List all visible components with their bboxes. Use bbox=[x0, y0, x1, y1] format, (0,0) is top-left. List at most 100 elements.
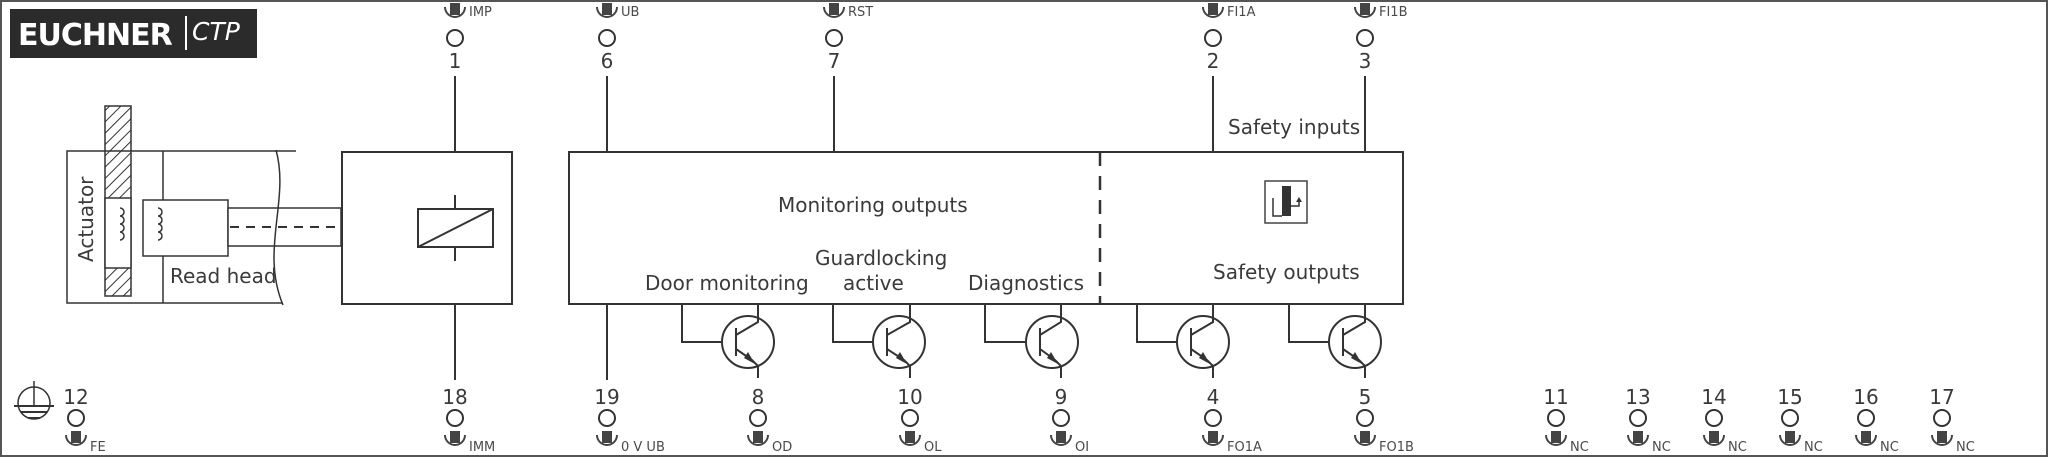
terminal-circle bbox=[1781, 409, 1799, 427]
terminal-circle bbox=[446, 409, 464, 427]
connector-plug-icon bbox=[747, 431, 769, 446]
terminal-circle bbox=[1629, 409, 1647, 427]
terminal-circle bbox=[901, 409, 919, 427]
terminal-number: 18 bbox=[442, 385, 467, 409]
terminal-top-6: UB 6 bbox=[596, 3, 639, 73]
actuator-readhead-block: Actuator Read head bbox=[66, 105, 420, 306]
terminal-circle bbox=[825, 29, 843, 47]
terminal-circle bbox=[1204, 409, 1222, 427]
transistor-icon bbox=[984, 304, 1079, 378]
terminal-circle bbox=[1857, 409, 1875, 427]
connector-plug-icon bbox=[1354, 431, 1376, 446]
terminal-tag: UB bbox=[621, 5, 639, 20]
connector-plug-icon bbox=[596, 3, 618, 18]
terminal-circle bbox=[598, 29, 616, 47]
terminal-tag: IMP bbox=[469, 5, 492, 20]
connector-plug-icon bbox=[444, 431, 466, 446]
terminal-tag: NC bbox=[1570, 440, 1589, 455]
connector-plug-icon bbox=[444, 3, 466, 18]
terminal-tag: NC bbox=[1956, 440, 1975, 455]
terminal-bottom-8: 8OD bbox=[747, 385, 792, 455]
connector-plug-icon bbox=[1050, 431, 1072, 446]
terminal-tag: OD bbox=[772, 440, 792, 455]
safety-output-icon bbox=[1264, 180, 1308, 224]
terminal-number: 10 bbox=[897, 385, 922, 409]
logic-block: Monitoring outputs Safety inputs Safety … bbox=[568, 76, 1404, 380]
terminal-circle bbox=[67, 409, 85, 427]
terminal-number: 3 bbox=[1359, 49, 1372, 73]
euchner-logo: EUCHNER CTP bbox=[10, 9, 257, 58]
connector-plug-icon bbox=[1545, 431, 1567, 446]
terminal-number: 16 bbox=[1853, 385, 1878, 409]
terminal-circle bbox=[1547, 409, 1565, 427]
evaluation-block bbox=[341, 76, 513, 380]
connector-plug-icon bbox=[596, 431, 618, 446]
connector-plug-icon bbox=[1627, 431, 1649, 446]
terminal-tag: FO1A bbox=[1227, 440, 1262, 455]
terminal-bottom-19: 190 V UB bbox=[594, 385, 665, 455]
connector-plug-icon bbox=[1703, 431, 1725, 446]
terminal-top-1: IMP 1 bbox=[444, 3, 492, 73]
transistor-icon bbox=[1288, 304, 1382, 378]
ground-icon bbox=[14, 381, 54, 420]
connector-plug-icon bbox=[65, 431, 87, 446]
terminal-number: 2 bbox=[1207, 49, 1220, 73]
terminal-circle bbox=[1052, 409, 1070, 427]
connector-plug-icon bbox=[1202, 3, 1224, 18]
safety-inputs-label: Safety inputs bbox=[1228, 115, 1360, 139]
transistor-icon bbox=[832, 304, 926, 378]
diagnostics-label: Diagnostics bbox=[968, 271, 1084, 295]
terminal-circle bbox=[1356, 29, 1374, 47]
connector-plug-icon bbox=[823, 3, 845, 18]
logo-product: CTP bbox=[192, 17, 241, 46]
monitoring-outputs-label: Monitoring outputs bbox=[778, 193, 968, 217]
terminal-number: 9 bbox=[1055, 385, 1068, 409]
transistor-icon bbox=[681, 304, 775, 378]
terminal-circle bbox=[1705, 409, 1723, 427]
safety-outputs-label: Safety outputs bbox=[1213, 260, 1360, 284]
terminal-circle bbox=[1933, 409, 1951, 427]
connector-plug-icon bbox=[1354, 3, 1376, 18]
terminal-tag: FO1B bbox=[1379, 440, 1414, 455]
terminal-number: 12 bbox=[63, 385, 88, 409]
terminal-number: 5 bbox=[1359, 385, 1372, 409]
terminal-circle bbox=[1356, 409, 1374, 427]
read-head-label: Read head bbox=[170, 264, 277, 288]
guardlocking-label-line1: Guardlocking bbox=[815, 246, 947, 270]
terminal-tag: NC bbox=[1880, 440, 1899, 455]
terminal-tag: FE bbox=[90, 440, 106, 455]
transistor-icon bbox=[1136, 304, 1230, 378]
terminal-circle bbox=[598, 409, 616, 427]
guardlocking-label-line2: active bbox=[843, 271, 904, 295]
terminal-circle bbox=[1204, 29, 1222, 47]
terminal-circle bbox=[749, 409, 767, 427]
terminal-tag: OI bbox=[1075, 440, 1089, 455]
terminal-number: 13 bbox=[1625, 385, 1650, 409]
actuator-label: Actuator bbox=[74, 176, 98, 262]
door-monitoring-label: Door monitoring bbox=[645, 271, 809, 295]
terminal-number: 1 bbox=[449, 49, 462, 73]
terminal-tag: NC bbox=[1804, 440, 1823, 455]
terminal-number: 17 bbox=[1929, 385, 1954, 409]
terminal-tag: NC bbox=[1728, 440, 1747, 455]
terminal-circle bbox=[446, 29, 464, 47]
connector-plug-icon bbox=[1931, 431, 1953, 446]
terminal-tag: IMM bbox=[469, 440, 495, 455]
terminal-number: 6 bbox=[601, 49, 614, 73]
terminal-number: 8 bbox=[752, 385, 765, 409]
terminal-number: 15 bbox=[1777, 385, 1802, 409]
connector-plug-icon bbox=[1779, 431, 1801, 446]
terminal-tag: OL bbox=[924, 440, 942, 455]
logo-brand: EUCHNER bbox=[18, 18, 173, 53]
